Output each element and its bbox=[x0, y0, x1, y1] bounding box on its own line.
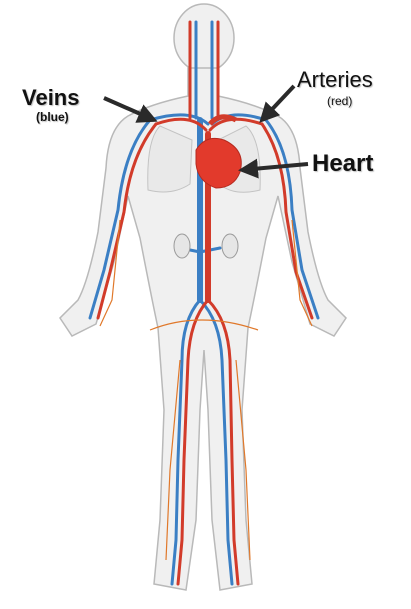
arteries-arrow bbox=[259, 84, 296, 123]
left-kidney bbox=[173, 233, 191, 259]
heart-label: Heart bbox=[312, 150, 374, 177]
arteries-color-note: (red) bbox=[327, 94, 353, 108]
pointer-arrows bbox=[103, 84, 309, 179]
veins-color-note: (blue) bbox=[36, 110, 69, 124]
heart-arrow bbox=[238, 158, 309, 179]
right-kidney bbox=[221, 233, 239, 259]
left-lung bbox=[147, 125, 193, 193]
arteries-label: Arteries bbox=[297, 67, 373, 92]
veins-label: Veins bbox=[22, 85, 80, 110]
veins-arrow bbox=[103, 96, 158, 123]
head-shape bbox=[173, 3, 235, 73]
kidneys bbox=[173, 233, 239, 259]
torso-shape bbox=[59, 67, 347, 591]
small-arteries bbox=[99, 219, 313, 561]
